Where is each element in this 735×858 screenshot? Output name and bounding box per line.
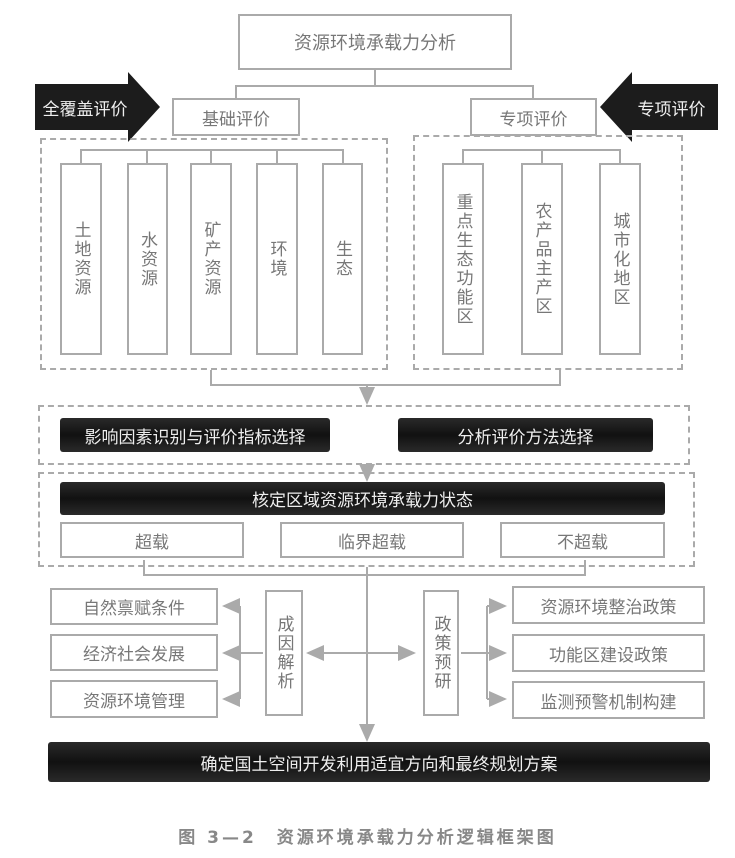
- left-arrow-shape: [35, 72, 160, 142]
- basic-eval-box: 基础评价: [172, 98, 300, 136]
- final-plan-box: 确定国土空间开发利用适宜方向和最终规划方案: [48, 742, 710, 782]
- cause-item-economic: 经济社会发展: [50, 634, 218, 671]
- status-overload: 超载: [60, 522, 244, 558]
- cause-analysis-box: 成因解析: [265, 590, 303, 716]
- special-item-agri-zone: 农产品主产区: [521, 163, 563, 355]
- method-selection-box: 分析评价方法选择: [398, 418, 653, 452]
- special-item-urban-zone: 城市化地区: [599, 163, 641, 355]
- basic-item-land: 土地资源: [60, 163, 102, 355]
- cause-item-natural: 自然禀赋条件: [50, 588, 218, 625]
- policy-item-zone: 功能区建设政策: [512, 634, 705, 672]
- basic-item-environment: 环境: [256, 163, 298, 355]
- title-box: 资源环境承载力分析: [238, 14, 512, 70]
- policy-item-warning: 监测预警机制构建: [512, 681, 705, 719]
- status-box: 核定区域资源环境承载力状态: [60, 482, 665, 515]
- right-arrow-shape: [600, 72, 718, 142]
- basic-item-mineral: 矿产资源: [190, 163, 232, 355]
- policy-item-remediation: 资源环境整治政策: [512, 586, 705, 624]
- basic-item-water: 水资源: [127, 163, 168, 355]
- special-item-eco-zone: 重点生态功能区: [442, 163, 484, 355]
- basic-item-ecology: 生态: [322, 163, 363, 355]
- status-critical: 临界超载: [280, 522, 464, 558]
- special-eval-group: [413, 135, 683, 370]
- policy-research-box: 政策预研: [423, 590, 459, 716]
- cause-item-management: 资源环境管理: [50, 680, 218, 718]
- special-eval-box: 专项评价: [470, 98, 597, 136]
- method-group: [38, 405, 690, 465]
- full-coverage-arrow-label: 全覆盖评价: [42, 99, 128, 120]
- basic-eval-group: [40, 138, 388, 370]
- status-not-overload: 不超载: [500, 522, 665, 558]
- special-eval-arrow-label: 专项评价: [637, 99, 706, 120]
- factor-selection-box: 影响因素识别与评价指标选择: [60, 418, 330, 452]
- status-group: [38, 472, 695, 567]
- figure-caption: 图 3—2 资源环境承载力分析逻辑框架图: [178, 828, 557, 848]
